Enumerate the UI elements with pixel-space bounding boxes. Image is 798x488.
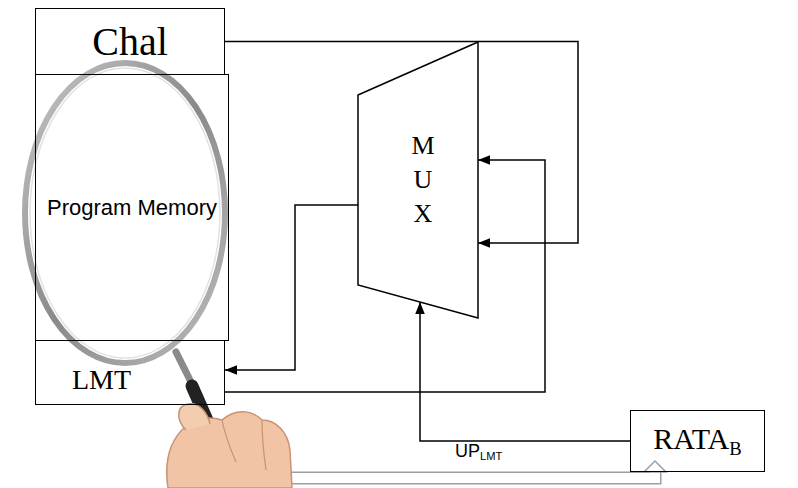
lens-rim [25, 63, 225, 363]
node-text: RATAB [653, 422, 741, 460]
hollow-pointer-arrow [248, 461, 666, 478]
subscript-label: B [729, 438, 741, 459]
rata-module: RATAB [630, 410, 765, 472]
signal-subscript: LMT [480, 450, 502, 462]
node-text: Chal [92, 18, 168, 65]
hand-illustration [167, 404, 292, 488]
node-text: Program Memory [47, 195, 217, 221]
signal-name-part: UP [455, 441, 480, 461]
signal-connector [225, 205, 358, 370]
signal-name: UPLMT [455, 441, 502, 462]
node-label: RATA [653, 422, 729, 455]
lmt-field: LMT [35, 340, 225, 405]
node-text: LMT [72, 364, 131, 396]
signal-connector [420, 302, 630, 441]
node-label: LMT [72, 364, 131, 395]
node-label: Program Memory [47, 195, 217, 220]
node-text: M U X [410, 129, 436, 230]
node-label: M U X [411, 131, 434, 228]
program-memory-region: Program Memory [35, 74, 229, 341]
lens-inner-rim [30, 68, 220, 358]
challenge-field: Chal [35, 8, 225, 75]
multiplexer: M U X [358, 42, 478, 318]
node-label: Chal [92, 19, 168, 64]
